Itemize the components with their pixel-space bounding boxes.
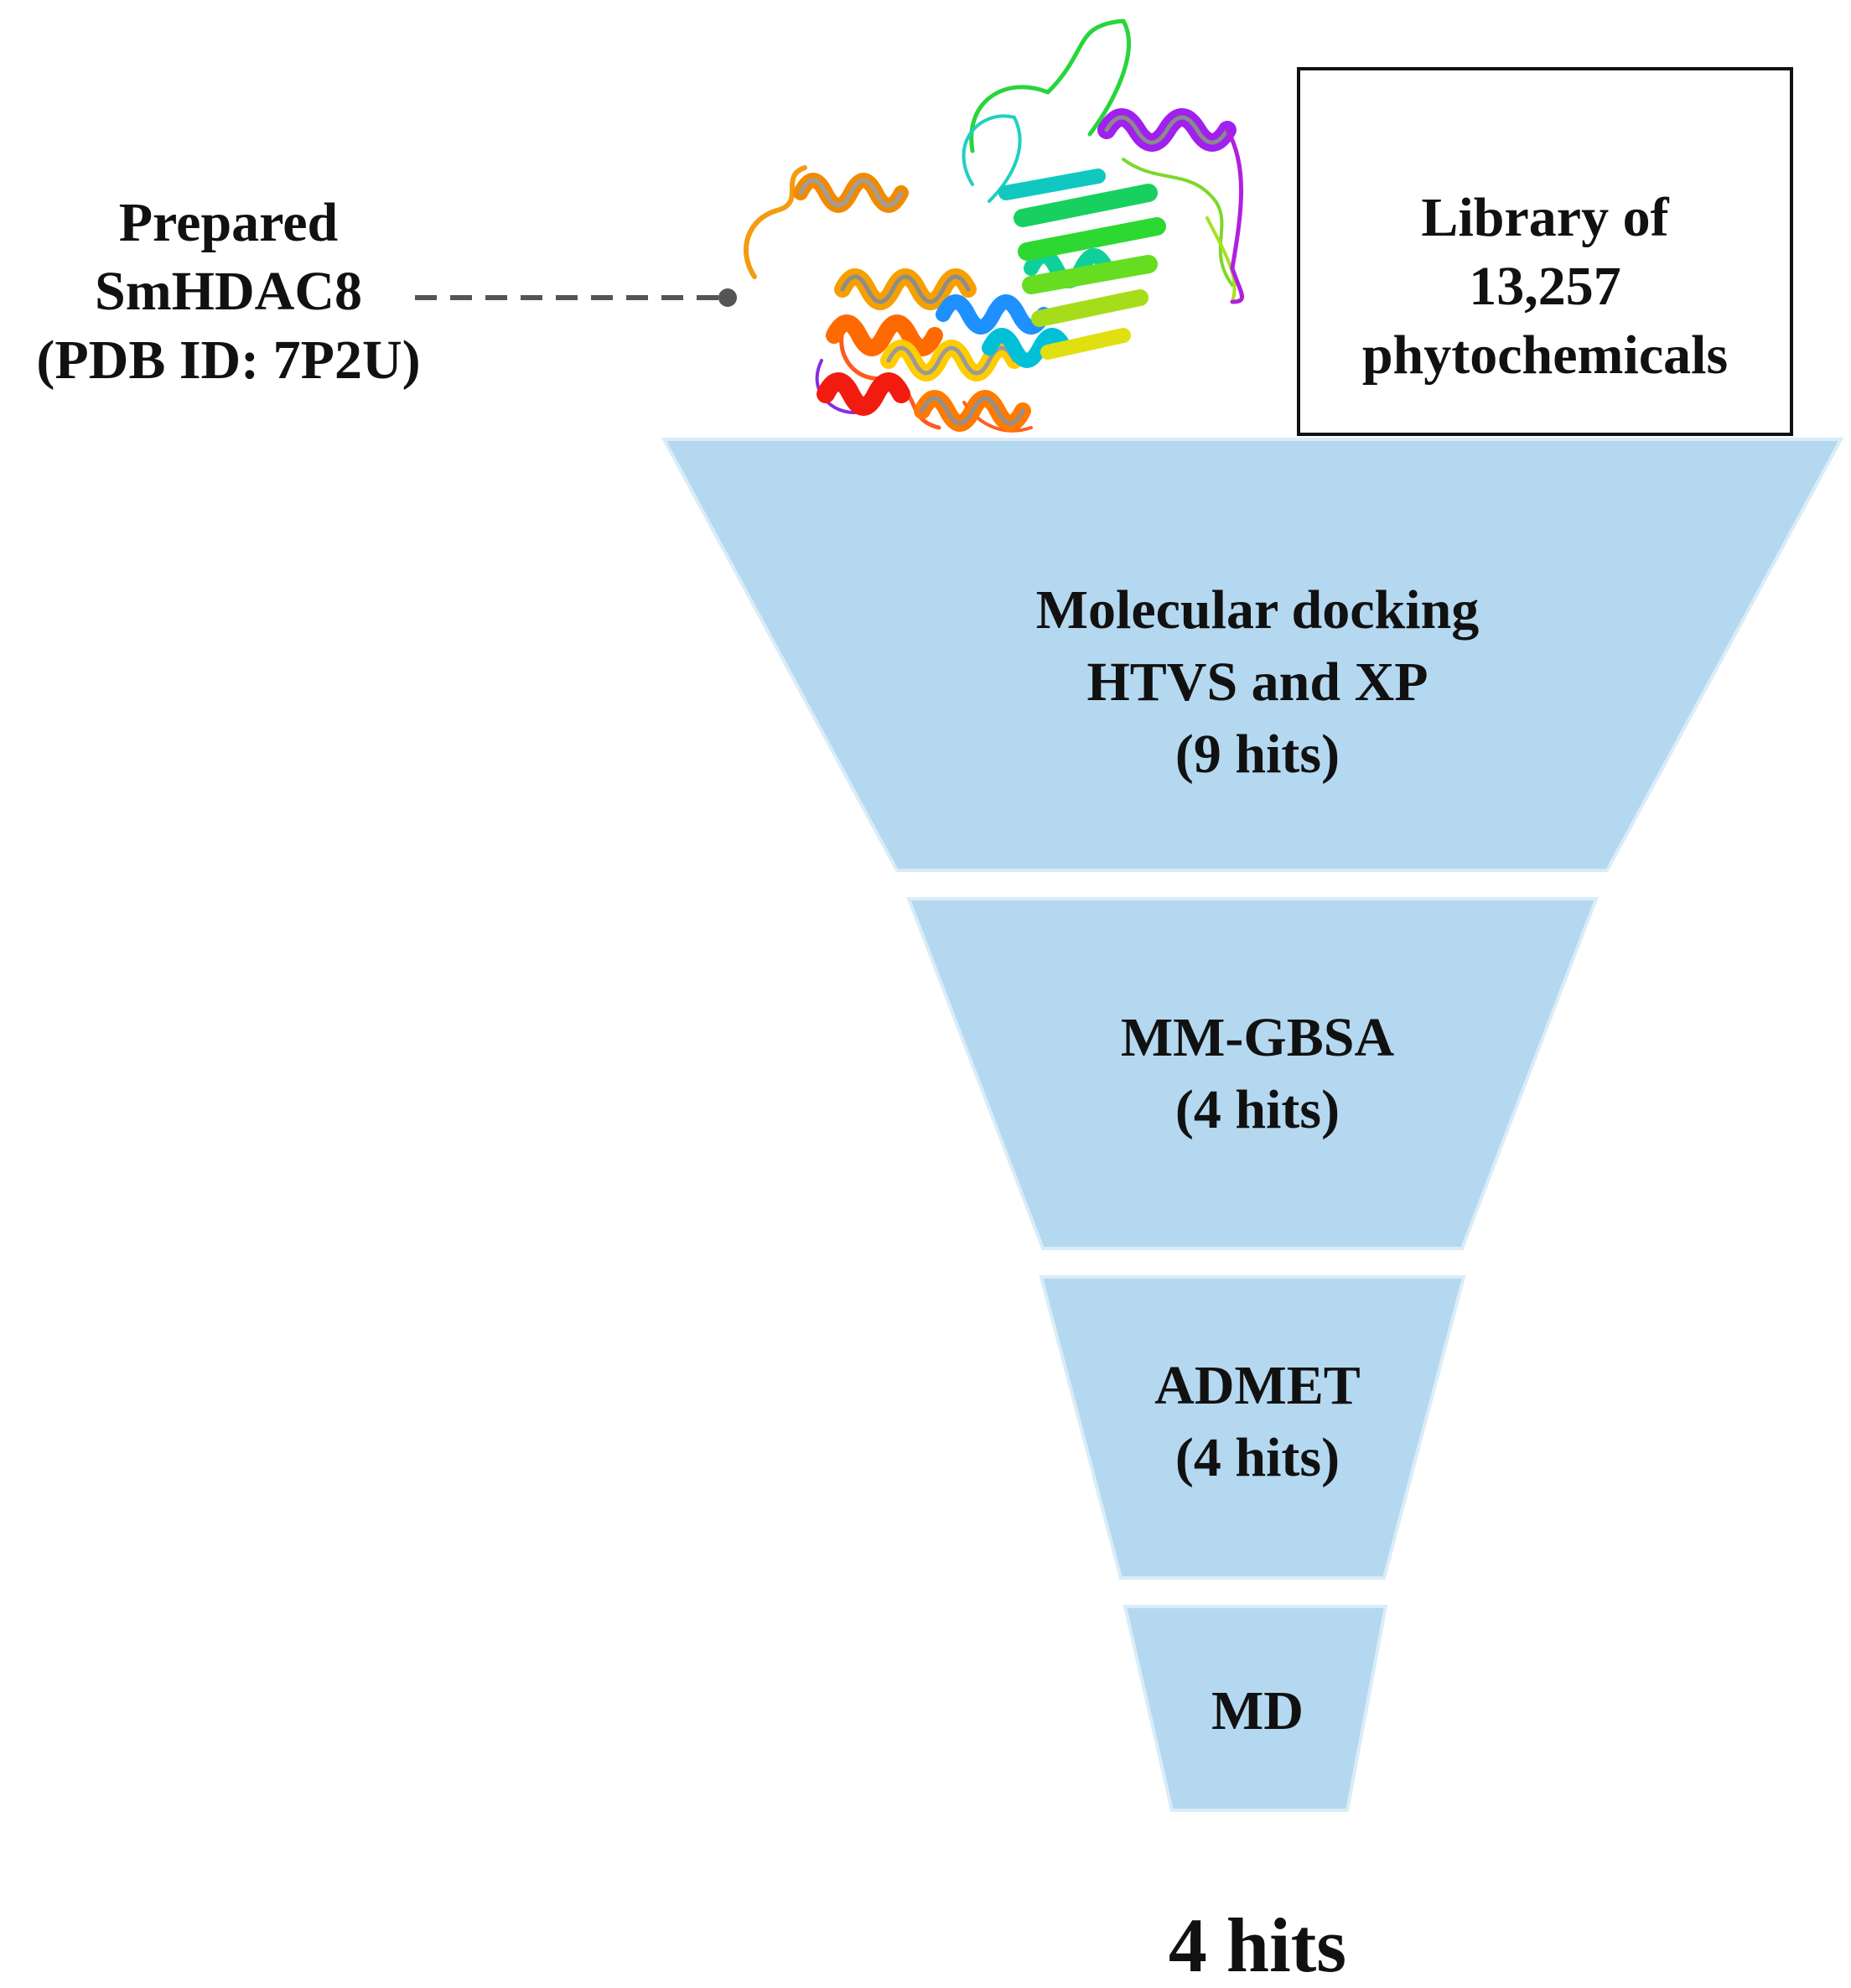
funnel-stage-1 xyxy=(661,438,1844,872)
stage-4-label: MD xyxy=(1090,1675,1425,1747)
protein-label: Prepared SmHDAC8 (PDB ID: 7P2U) xyxy=(0,189,457,395)
library-label-line-3: phytochemicals xyxy=(1361,324,1729,386)
stage-2-line-2: (4 hits) xyxy=(1174,1079,1340,1140)
library-label-line-1: Library of xyxy=(1421,187,1669,248)
stage-1-label: Molecular docking HTVS and XP (9 hits) xyxy=(922,574,1593,791)
stage-3-line-2: (4 hits) xyxy=(1174,1427,1340,1488)
library-box: Library of 13,257 phytochemicals xyxy=(1297,67,1793,436)
stage-3-line-1: ADMET xyxy=(1154,1355,1361,1416)
funnel-stage-3 xyxy=(1039,1275,1466,1580)
connector-dot xyxy=(718,288,737,307)
stage-1-line-1: Molecular docking xyxy=(1035,579,1480,641)
library-label: Library of 13,257 phytochemicals xyxy=(1300,184,1790,390)
protein-label-line-2: SmHDAC8 xyxy=(94,261,362,322)
final-result-label: 4 hits xyxy=(1168,1902,1347,1988)
stage-4-line-1: MD xyxy=(1211,1680,1304,1741)
funnel-stage-4 xyxy=(1123,1605,1388,1812)
protein-label-line-1: Prepared xyxy=(118,192,339,253)
funnel-stage-2 xyxy=(906,897,1599,1250)
stage-1-line-2: HTVS and XP xyxy=(1086,651,1428,713)
protein-label-line-3: (PDB ID: 7P2U) xyxy=(36,330,421,391)
protein-structure-icon xyxy=(744,18,1245,433)
stage-1-line-3: (9 hits) xyxy=(1174,724,1340,785)
stage-2-label: MM-GBSA (4 hits) xyxy=(1006,1002,1509,1146)
stage-3-label: ADMET (4 hits) xyxy=(1048,1350,1467,1494)
library-label-line-2: 13,257 xyxy=(1469,256,1621,317)
stage-2-line-1: MM-GBSA xyxy=(1120,1007,1395,1068)
